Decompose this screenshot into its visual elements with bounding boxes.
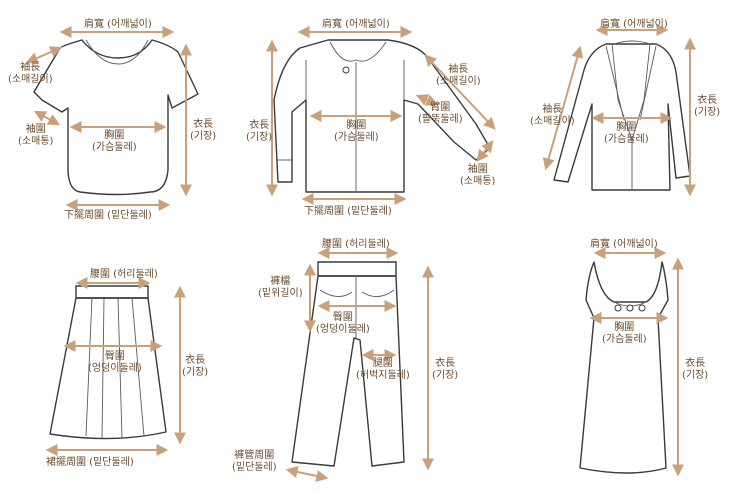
shirt-chest-label: 胸圍 (가슴둘레) [334, 120, 379, 144]
tshirt-length-label: 衣長 (기장) [190, 119, 216, 143]
dress-length-ko: (기장) [682, 370, 709, 381]
tshirt-sleeve-width-zh: 袖圍 [25, 124, 46, 135]
shirt-arm-ko: (팔뚝둘레) [418, 114, 463, 125]
blazer-length-ko: (기장) [694, 107, 721, 118]
dress-shoulder-label: 肩寬 (어깨넓이) [590, 239, 658, 250]
blazer-shoulder-label: 肩寬 (어깨넓이) [600, 19, 668, 30]
pants-hem-zh: 褲管周圍 [234, 450, 275, 461]
dress-arrows [589, 247, 684, 477]
shirt-cuff-label: 袖圍 (소매통) [460, 164, 495, 188]
shirt-hem-label: 下擺周圍 (밑단둘레) [304, 206, 392, 217]
pants-waist-label: 腰圍 (허리둘레) [322, 239, 390, 250]
blazer-drawing [553, 40, 691, 191]
skirt-waist-label: 腰圍 (허리둘레) [90, 269, 158, 280]
blazer-chest-label: 胸圍 (가슴둘레) [604, 122, 649, 146]
shirt-sleeve-length-label: 袖長 (소매길이) [436, 64, 481, 88]
blazer-chest-zh: 胸圍 [616, 122, 637, 133]
tshirt-drawing [33, 39, 199, 196]
tshirt-shoulder-label: 肩寬 (어깨넓이) [84, 19, 152, 30]
skirt-length-ko: (기장) [182, 367, 209, 378]
pants-length-ko: (기장) [432, 370, 459, 381]
tshirt-length-zh: 衣長 [193, 119, 214, 130]
pants-hip-label: 臀圍 (엉덩이둘레) [316, 312, 370, 336]
pants-hip-ko: (엉덩이둘레) [316, 324, 370, 335]
skirt-hip-zh: 臀圍 [104, 351, 125, 362]
skirt-hem-label: 裙擺周圍 (밑단둘레) [46, 457, 134, 468]
blazer-chest-ko: (가슴둘레) [604, 134, 649, 145]
tshirt-arrows [25, 26, 192, 211]
shirt-sleeve-length-zh: 袖長 [448, 64, 469, 75]
pants-thigh-label: 腿圍 (허벅지둘레) [356, 358, 410, 382]
shirt-arm-label: 臂圍 (팔뚝둘레) [418, 102, 463, 126]
tshirt-hem-label: 下擺周圍 (밑단둘레) [64, 210, 152, 221]
shirt-length-zh: 衣長 [249, 120, 270, 131]
pants-length-label: 衣長 (기장) [432, 358, 458, 382]
tshirt-sleeve-length-ko: (소매길이) [8, 74, 53, 85]
blazer-sleeve-length-label: 袖長 (소매길이) [530, 104, 575, 128]
pants-thigh-zh: 腿圍 [372, 358, 393, 369]
tshirt-chest-label: 胸圍 (가슴둘레) [92, 130, 137, 154]
shirt-chest-ko: (가슴둘레) [334, 132, 379, 143]
skirt-drawing [49, 285, 167, 440]
shirt-arrows [266, 26, 496, 205]
skirt-arrows [45, 277, 186, 456]
shirt-length-label: 衣長 (기장) [246, 120, 272, 144]
pants-rise-ko: (밑위길이) [258, 288, 303, 299]
tshirt-chest-ko: (가슴둘레) [92, 142, 137, 153]
tshirt-length-ko: (기장) [190, 131, 217, 142]
dress-length-label: 衣長 (기장) [682, 358, 708, 382]
blazer-sleeve-length-ko: (소매길이) [530, 116, 575, 127]
dress-drawing [579, 261, 669, 474]
shirt-chest-zh: 胸圍 [346, 120, 367, 131]
skirt-hip-ko: (엉덩이둘레) [88, 363, 142, 374]
shirt-cuff-ko: (소매통) [460, 176, 496, 187]
pants-hem-ko: (밑단둘레) [232, 462, 277, 473]
shirt-cuff-zh: 袖圍 [467, 164, 488, 175]
blazer-arrows [542, 24, 696, 197]
shirt-arm-zh: 臂圍 [430, 102, 451, 113]
shirt-sleeve-length-ko: (소매길이) [436, 76, 481, 87]
pants-thigh-ko: (허벅지둘레) [356, 370, 410, 381]
shirt-drawing [273, 39, 491, 193]
pants-length-zh: 衣長 [435, 358, 456, 369]
dress-length-zh: 衣長 [685, 358, 706, 369]
skirt-hip-label: 臀圍 (엉덩이둘레) [88, 351, 142, 375]
shirt-length-ko: (기장) [246, 132, 273, 143]
skirt-length-zh: 衣長 [185, 355, 206, 366]
tshirt-sleeve-length-label: 袖長 (소매길이) [8, 62, 53, 86]
skirt-length-label: 衣長 (기장) [182, 355, 208, 379]
blazer-length-label: 衣長 (기장) [694, 95, 720, 119]
tshirt-sleeve-width-label: 袖圍 (소매통) [18, 124, 53, 148]
tshirt-sleeve-length-zh: 袖長 [20, 62, 41, 73]
blazer-sleeve-length-zh: 袖長 [542, 104, 563, 115]
blazer-length-zh: 衣長 [697, 95, 718, 106]
pants-hip-zh: 臀圍 [332, 312, 353, 323]
dress-chest-zh: 胸圍 [614, 322, 635, 333]
shirt-shoulder-label: 肩寬 (어깨넓이) [322, 19, 390, 30]
tshirt-chest-zh: 胸圍 [104, 130, 125, 141]
dress-chest-ko: (가슴둘레) [602, 334, 647, 345]
tshirt-sleeve-width-ko: (소매통) [18, 136, 54, 147]
pants-rise-label: 褲檔 (밑위길이) [258, 276, 303, 300]
pants-rise-zh: 褲檔 [270, 276, 291, 287]
dress-chest-label: 胸圍 (가슴둘레) [602, 322, 647, 346]
pants-hem-label: 褲管周圍 (밑단둘레) [232, 450, 277, 474]
pants-arrows [285, 247, 434, 482]
